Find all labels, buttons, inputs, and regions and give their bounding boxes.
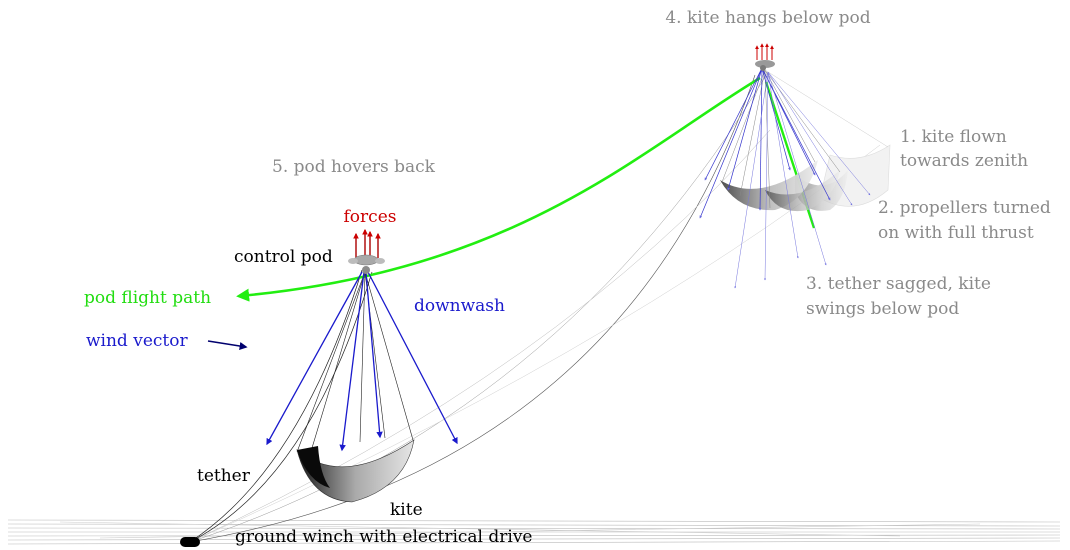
step4-label: 4. kite hangs below pod (665, 8, 870, 28)
upper-kite-scene (699, 43, 891, 289)
step2-label-line2: on with full thrust (878, 223, 1034, 243)
step2-label-line1: 2. propellers turned (878, 198, 1051, 218)
tether-lines (189, 71, 881, 543)
step3-label-line1: 3. tether sagged, kite (806, 274, 991, 294)
ground-winch (180, 537, 200, 547)
ground-plane (7, 519, 1061, 545)
forces-label: forces (344, 207, 397, 227)
upper-control-pod (755, 60, 775, 68)
step1-label-line2: towards zenith (900, 151, 1028, 171)
downwash-label: downwash (414, 296, 505, 316)
lower-kite-scene (266, 228, 458, 503)
kite-label: kite (390, 500, 423, 520)
tether-label: tether (197, 466, 251, 486)
step3-label-line2: swings below pod (806, 299, 959, 319)
ground-winch-label: ground winch with electrical drive (235, 527, 533, 547)
wind-vector-arrow (207, 340, 248, 350)
pod-flight-path-curve (236, 76, 761, 302)
pod-flight-path-label: pod flight path (84, 288, 211, 308)
control-pod-label: control pod (234, 247, 333, 267)
wind-vector-label: wind vector (86, 331, 188, 351)
step1-label-line1: 1. kite flown (900, 127, 1007, 147)
step5-label: 5. pod hovers back (272, 157, 436, 177)
